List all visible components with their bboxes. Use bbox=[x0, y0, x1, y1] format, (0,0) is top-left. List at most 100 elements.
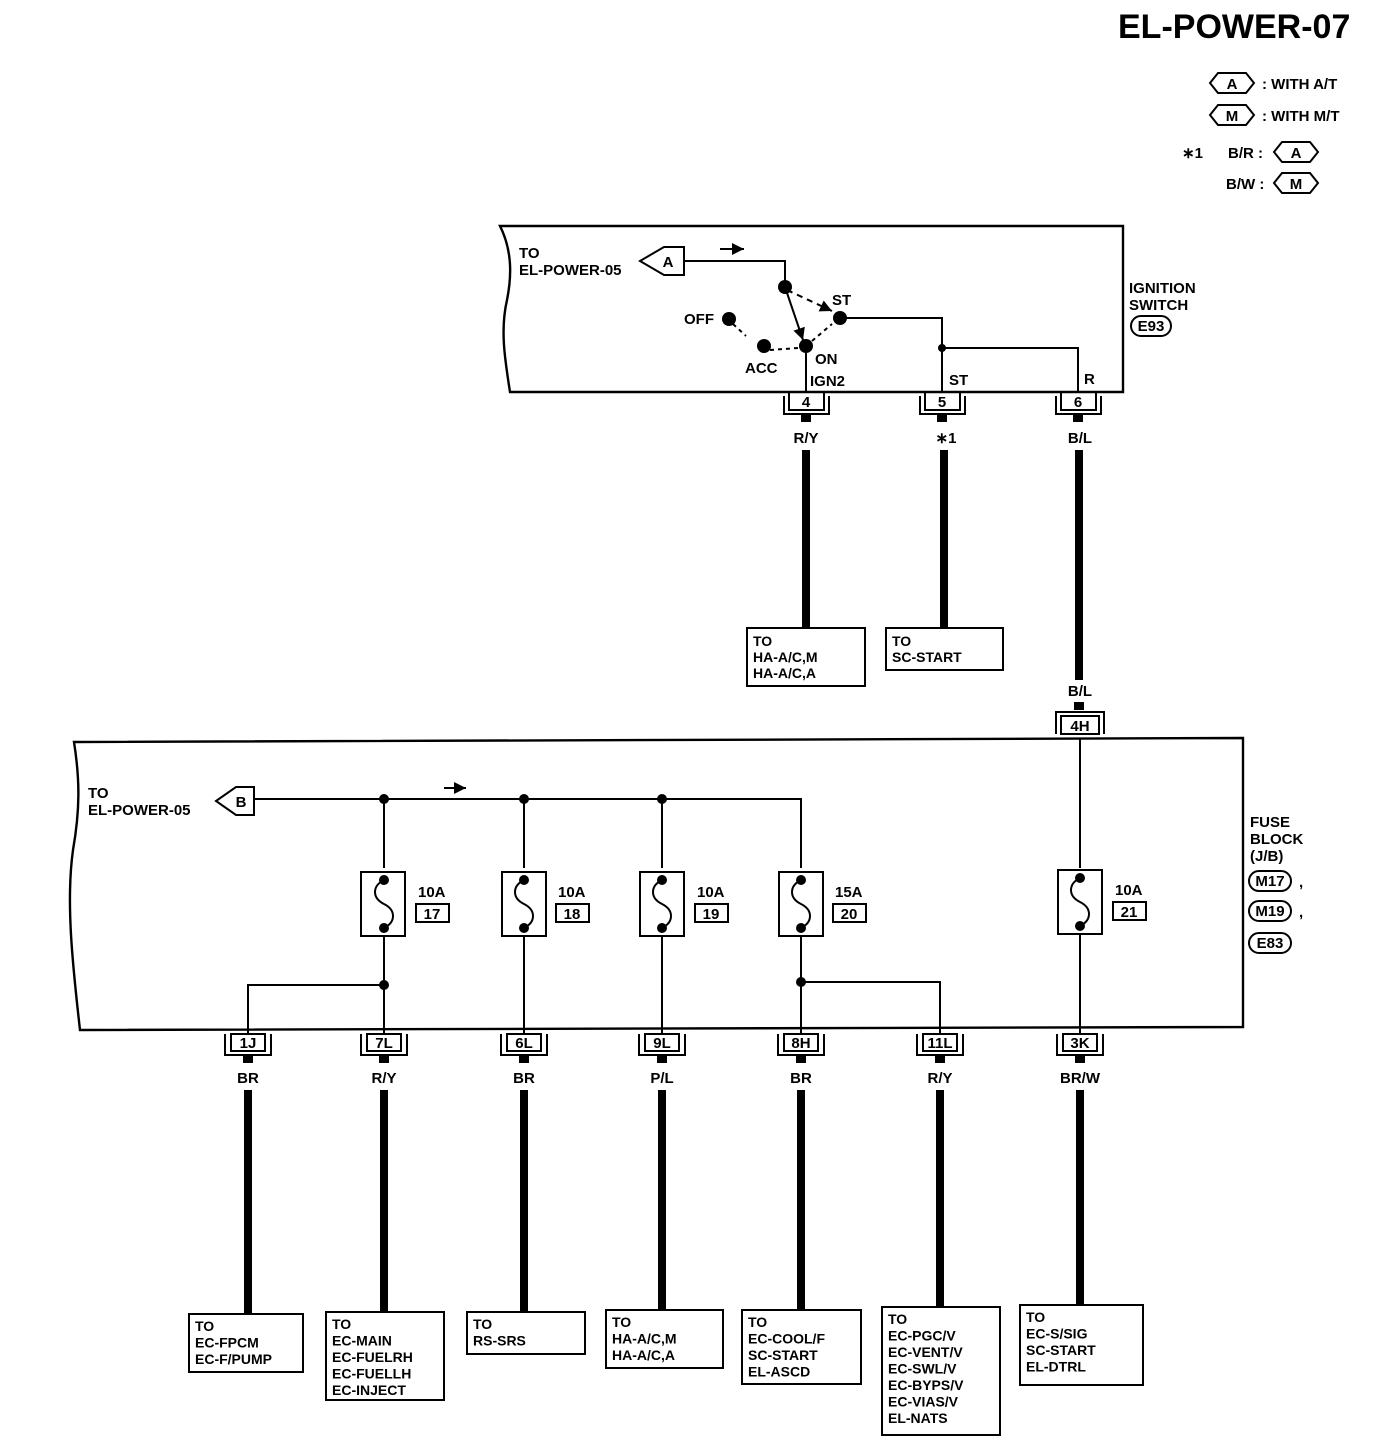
svg-text:HA-A/C,A: HA-A/C,A bbox=[753, 665, 816, 681]
dest-box-11l: TOEC-PGC/VEC-VENT/VEC-SWL/VEC-BYPS/VEC-V… bbox=[881, 1306, 1001, 1436]
ignition-switch-frame bbox=[498, 224, 1125, 394]
ignition-pin-6: 6 bbox=[1055, 391, 1102, 422]
svg-text:SC-START: SC-START bbox=[748, 1347, 818, 1363]
wire-color-bl: B/L bbox=[1068, 430, 1092, 447]
svg-text:TO: TO bbox=[473, 1316, 492, 1332]
legend-with-mt: : WITH M/T bbox=[1262, 108, 1339, 125]
switch-st-label: ST bbox=[832, 292, 851, 309]
svg-text:EC-FPCM: EC-FPCM bbox=[195, 1335, 259, 1351]
svg-text:HA-A/C,M: HA-A/C,M bbox=[753, 649, 818, 665]
wire-color-ry-ign: R/Y bbox=[793, 430, 818, 447]
legend-a-connector-symbol: A bbox=[1208, 72, 1256, 94]
terminal-r: R bbox=[1084, 371, 1095, 388]
svg-text:E93: E93 bbox=[1138, 318, 1165, 335]
switch-off-contact bbox=[722, 312, 736, 326]
fuse-17-number: 17 bbox=[424, 906, 441, 923]
fuse-block-pin-7l: 7L bbox=[360, 1033, 408, 1063]
svg-text:EC-SWL/V: EC-SWL/V bbox=[888, 1361, 957, 1377]
legend-note-m-symbol: M bbox=[1272, 172, 1320, 194]
fuse-18-number: 18 bbox=[564, 906, 581, 923]
svg-text:RS-SRS: RS-SRS bbox=[473, 1333, 526, 1349]
svg-text:5: 5 bbox=[938, 394, 946, 411]
fuse-block-pin-3k: 3K bbox=[1056, 1033, 1104, 1063]
svg-text:B: B bbox=[236, 794, 247, 811]
wire-color-label: BR/W bbox=[1060, 1070, 1101, 1087]
fuse-block-frame bbox=[68, 736, 1245, 1032]
svg-text:EC-MAIN: EC-MAIN bbox=[332, 1333, 392, 1349]
svg-text:EC-F/PUMP: EC-F/PUMP bbox=[195, 1351, 272, 1367]
svg-text:SC-START: SC-START bbox=[892, 649, 962, 665]
wire-color-note: ∗1 bbox=[936, 430, 957, 447]
wire-color-label: R/Y bbox=[927, 1070, 952, 1087]
svg-text:EC-VENT/V: EC-VENT/V bbox=[888, 1344, 963, 1360]
svg-text:6L: 6L bbox=[515, 1035, 533, 1052]
wire-color-label: BR bbox=[513, 1070, 535, 1087]
svg-text:6: 6 bbox=[1074, 394, 1082, 411]
svg-text:3K: 3K bbox=[1070, 1035, 1089, 1052]
svg-text:EC-PGC/V: EC-PGC/V bbox=[888, 1328, 956, 1344]
svg-text:A: A bbox=[1227, 76, 1238, 93]
svg-text:A: A bbox=[1291, 145, 1302, 162]
fuse-block-label-1: FUSE bbox=[1250, 814, 1290, 831]
dest-box-sc-start: TO SC-START bbox=[885, 627, 1004, 671]
svg-text:EC-INJECT: EC-INJECT bbox=[332, 1382, 406, 1398]
svg-text:1J: 1J bbox=[240, 1035, 257, 1052]
fuse-21 bbox=[1057, 869, 1103, 935]
fuse-block-connector-b: B bbox=[214, 786, 255, 816]
svg-text:EL-ASCD: EL-ASCD bbox=[748, 1364, 810, 1380]
fuse-19-number: 19 bbox=[703, 906, 720, 923]
svg-text:TO: TO bbox=[332, 1316, 351, 1332]
svg-text:EC-COOL/F: EC-COOL/F bbox=[748, 1331, 825, 1347]
svg-text:TO: TO bbox=[1026, 1309, 1045, 1325]
svg-text:HA-A/C,A: HA-A/C,A bbox=[612, 1347, 675, 1363]
fuse-20 bbox=[778, 871, 824, 937]
svg-text:SC-START: SC-START bbox=[1026, 1342, 1096, 1358]
fuse-block-pin-6l: 6L bbox=[500, 1033, 548, 1063]
fuse-block-to-target: EL-POWER-05 bbox=[88, 802, 191, 819]
fuse-20-number: 20 bbox=[841, 906, 858, 923]
svg-text:4H: 4H bbox=[1070, 718, 1089, 735]
switch-acc-label: ACC bbox=[745, 360, 778, 377]
ignition-pin-4: 4 bbox=[783, 391, 830, 422]
svg-text:EC-FUELLH: EC-FUELLH bbox=[332, 1366, 411, 1382]
svg-text:A: A bbox=[663, 254, 674, 271]
legend-note-bw: B/W : bbox=[1226, 176, 1264, 193]
fuse-block-label-3: (J/B) bbox=[1250, 848, 1283, 865]
fuse-21-amp: 10A bbox=[1115, 882, 1143, 899]
svg-text:M: M bbox=[1290, 176, 1303, 193]
svg-text:TO: TO bbox=[753, 633, 772, 649]
svg-text:EC-FUELRH: EC-FUELRH bbox=[332, 1349, 413, 1365]
svg-text:TO: TO bbox=[888, 1311, 907, 1327]
switch-on-label: ON bbox=[815, 351, 838, 368]
svg-text:TO: TO bbox=[612, 1314, 631, 1330]
wire-color-label: BR bbox=[790, 1070, 812, 1087]
legend-with-at: : WITH A/T bbox=[1262, 76, 1337, 93]
fuse-block-pin-4h: 4H bbox=[1055, 711, 1105, 735]
svg-text:M17: M17 bbox=[1255, 873, 1284, 890]
fuse-block-code-m17: M17 bbox=[1248, 870, 1292, 892]
svg-text:TO: TO bbox=[748, 1314, 767, 1330]
dest-box-ha-ac: TO HA-A/C,M HA-A/C,A bbox=[746, 627, 866, 687]
fuse-block-pin-1j: 1J bbox=[224, 1033, 272, 1063]
fuse-block-input-wire: B/L bbox=[1068, 683, 1092, 700]
svg-text:TO: TO bbox=[195, 1318, 214, 1334]
fuse-18 bbox=[501, 871, 547, 937]
svg-text:M: M bbox=[1226, 108, 1239, 125]
switch-off-label: OFF bbox=[684, 311, 714, 328]
wire-color-label: P/L bbox=[650, 1070, 673, 1087]
svg-text:9L: 9L bbox=[653, 1035, 671, 1052]
svg-text:4: 4 bbox=[802, 394, 811, 411]
terminal-st: ST bbox=[949, 372, 968, 389]
ignition-connector-a: A bbox=[638, 246, 685, 276]
fuse-21-number: 21 bbox=[1121, 904, 1138, 921]
svg-text:EC-S/SIG: EC-S/SIG bbox=[1026, 1326, 1088, 1342]
terminal-ign2: IGN2 bbox=[810, 373, 845, 390]
svg-text:EL-DTRL: EL-DTRL bbox=[1026, 1359, 1086, 1375]
ignition-connector-code: E93 bbox=[1130, 315, 1172, 337]
fuse-block-label-2: BLOCK bbox=[1250, 831, 1303, 848]
legend-note-a-symbol: A bbox=[1272, 141, 1320, 163]
